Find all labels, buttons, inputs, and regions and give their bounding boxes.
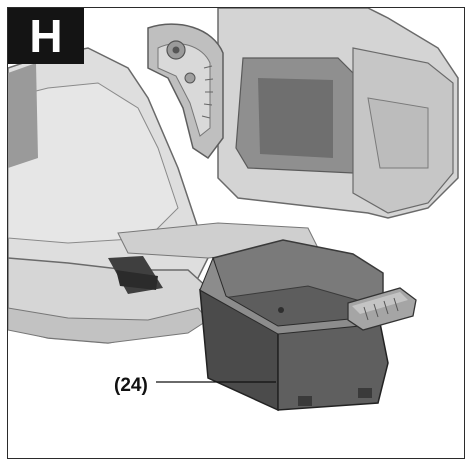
container-24 xyxy=(199,239,417,412)
illustration xyxy=(8,8,459,412)
callout-label: (24) xyxy=(114,375,148,396)
machine-housing xyxy=(8,8,459,344)
figure-frame: H (24) xyxy=(7,7,465,459)
figure-badge: H xyxy=(8,8,84,64)
